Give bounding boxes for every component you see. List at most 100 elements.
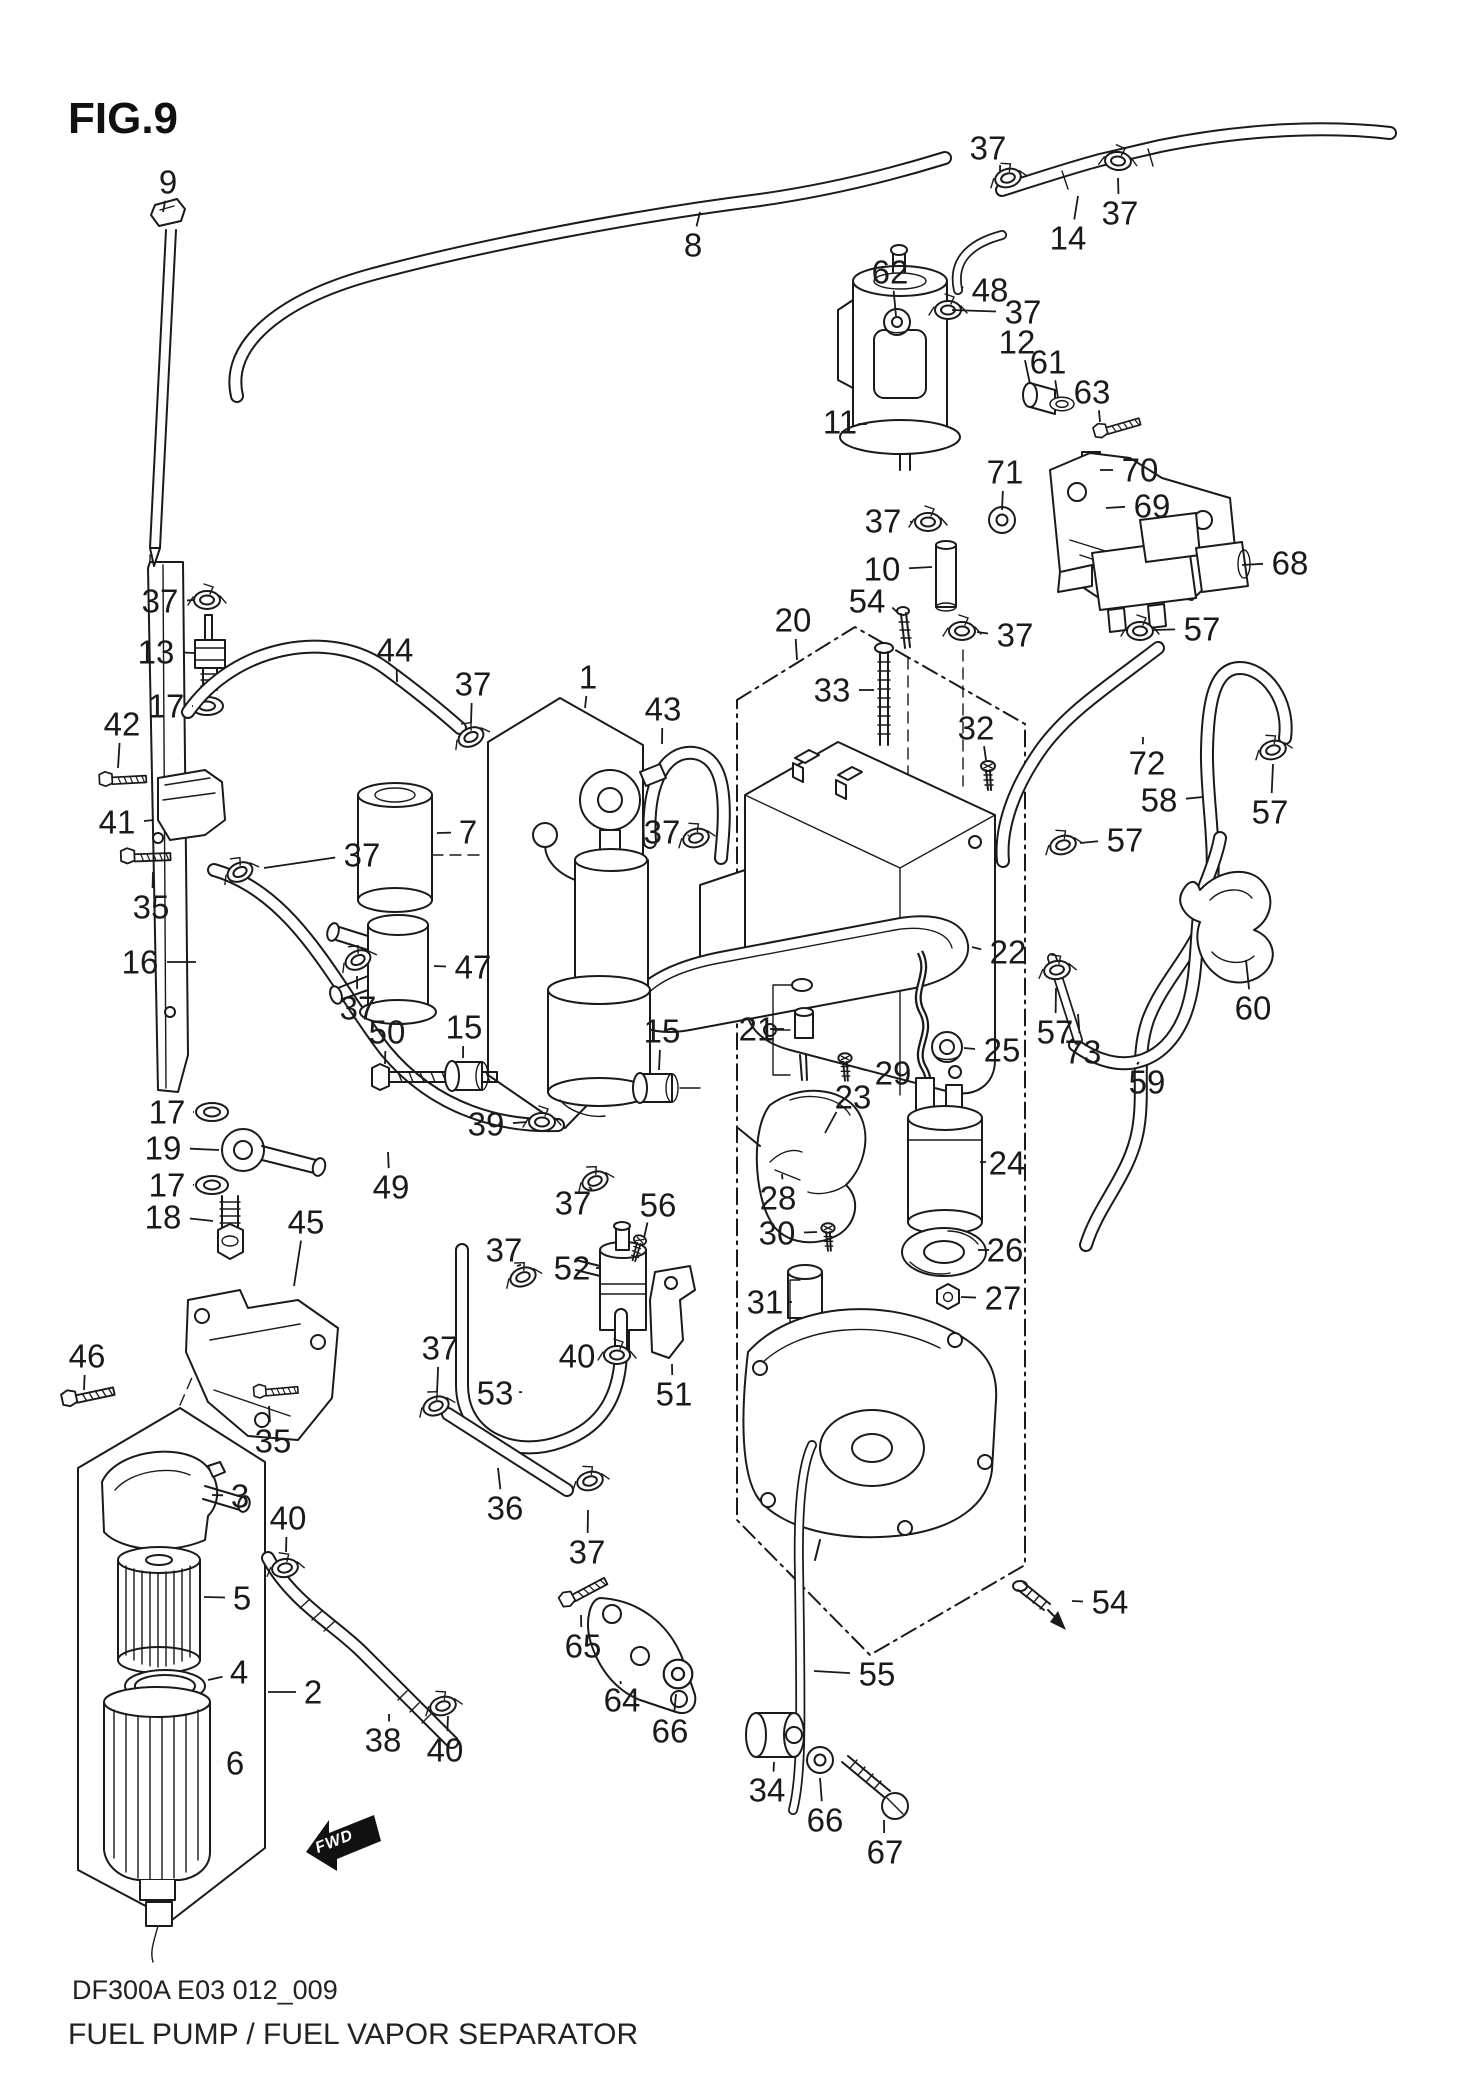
hose-38 [261, 1551, 459, 1749]
leader-line-63 [1098, 410, 1101, 423]
part-callout-32: 32 [958, 710, 995, 747]
leader-line-10 [908, 566, 933, 570]
part-callout-38: 38 [365, 1722, 402, 1759]
leader-line-23 [824, 1111, 838, 1134]
part-callout-37: 37 [865, 503, 902, 540]
part-callout-57: 57 [1107, 822, 1144, 859]
part-callout-54: 54 [849, 583, 886, 620]
leader-line-66 [673, 1693, 677, 1713]
bracket-51 [649, 1265, 696, 1359]
fwd-arrow: FWD [306, 1815, 381, 1871]
hinge-pin-28 [737, 1127, 803, 1181]
part-callout-72: 72 [1129, 745, 1166, 782]
leader-line-37 [436, 1366, 440, 1393]
part-callout-35: 35 [255, 1423, 292, 1460]
part-callout-64: 64 [604, 1682, 641, 1719]
leader-line-61 [1054, 380, 1059, 399]
leader-line-57 [1079, 840, 1099, 844]
hose-8 [228, 151, 952, 403]
part-callout-37: 37 [1005, 294, 1042, 331]
part-callout-10: 10 [864, 551, 901, 588]
part-callout-61: 61 [1030, 344, 1067, 381]
grommet-71 [988, 506, 1016, 534]
leader-line-37 [588, 1186, 593, 1191]
part-callout-13: 13 [138, 634, 175, 671]
part-callout-40: 40 [559, 1338, 596, 1375]
leader-line-15 [658, 1049, 661, 1071]
part-callout-57: 57 [1184, 611, 1221, 648]
figure-title: FIG.9 [68, 94, 178, 143]
nut-62 [883, 308, 911, 336]
leader-line-8 [695, 211, 701, 227]
part-callout-28: 28 [760, 1180, 797, 1217]
canister-11 [837, 244, 961, 471]
part-callout-26: 26 [987, 1232, 1024, 1269]
hose-14 [995, 122, 1397, 197]
part-callout-58: 58 [1141, 782, 1178, 819]
part-callout-21: 21 [739, 1011, 776, 1048]
leader-line-49 [387, 1151, 390, 1169]
filter-cup-6 [103, 1686, 211, 1963]
screw-67 [841, 1755, 909, 1820]
leader-line-56 [643, 1222, 649, 1239]
tube-36 [441, 1407, 574, 1497]
part-callout-59: 59 [1129, 1064, 1166, 1101]
part-callout-63: 63 [1074, 374, 1111, 411]
leader-line-73 [1077, 1013, 1081, 1034]
part-callout-52: 52 [554, 1250, 591, 1287]
mount-34 [745, 1712, 805, 1758]
part-callout-49: 49 [373, 1169, 410, 1206]
fuel-filter-box-2 [77, 1407, 266, 1921]
leader-line-37 [687, 834, 690, 837]
leader-line-64 [619, 1680, 622, 1685]
part-callout-27: 27 [985, 1280, 1022, 1317]
part-callout-44: 44 [377, 632, 414, 669]
part-callout-37: 37 [422, 1330, 459, 1367]
part-callout-65: 65 [565, 1628, 602, 1665]
part-callout-4: 4 [230, 1654, 248, 1691]
leader-line-4 [207, 1675, 223, 1681]
hose-59 [1068, 831, 1227, 1071]
part-callout-37: 37 [486, 1232, 523, 1269]
pump-module-1 [532, 763, 667, 1118]
leader-line-19 [189, 1147, 220, 1151]
leader-line-1 [584, 695, 588, 709]
leader-line-47 [433, 965, 447, 968]
grommet-25 [931, 1031, 963, 1063]
leader-line-46 [83, 1374, 86, 1391]
washer-17c [195, 1175, 229, 1195]
part-callout-40: 40 [270, 1500, 307, 1537]
part-callout-57: 57 [1252, 794, 1289, 831]
leader-line-25 [963, 1047, 976, 1050]
bolt-18 [217, 1195, 244, 1260]
part-callout-62: 62 [872, 254, 909, 291]
leader-line-59 [1136, 1061, 1140, 1065]
nut-27 [936, 1283, 960, 1310]
part-callout-14: 14 [1050, 220, 1087, 257]
washer-61 [1049, 396, 1075, 412]
part-callout-57: 57 [1037, 1014, 1074, 1051]
part-callout-18: 18 [145, 1199, 182, 1236]
part-callout-71: 71 [987, 454, 1024, 491]
part-callout-29: 29 [875, 1055, 912, 1092]
part-callout-7: 7 [459, 814, 477, 851]
leader-line-27 [960, 1296, 977, 1299]
part-callout-37: 37 [344, 837, 381, 874]
part-callout-34: 34 [749, 1772, 786, 1809]
part-callout-17: 17 [148, 688, 185, 725]
leader-line-37 [516, 1263, 522, 1267]
pump-cap-26 [901, 1227, 987, 1277]
part-callout-43: 43 [645, 691, 682, 728]
part-callout-48: 48 [972, 272, 1009, 309]
leader-line-9 [162, 200, 167, 213]
leader-line-69 [1105, 505, 1126, 509]
footer-caption: FUEL PUMP / FUEL VAPOR SEPARATOR [68, 2018, 638, 2051]
part-callout-37: 37 [555, 1185, 592, 1222]
part-callout-15: 15 [446, 1009, 483, 1046]
part-callout-47: 47 [455, 949, 492, 986]
leader-line-36 [497, 1467, 502, 1490]
part-callout-50: 50 [369, 1014, 406, 1051]
part-callout-8: 8 [684, 227, 702, 264]
hose-55 [788, 1440, 817, 1815]
leader-line-60 [1245, 959, 1250, 990]
